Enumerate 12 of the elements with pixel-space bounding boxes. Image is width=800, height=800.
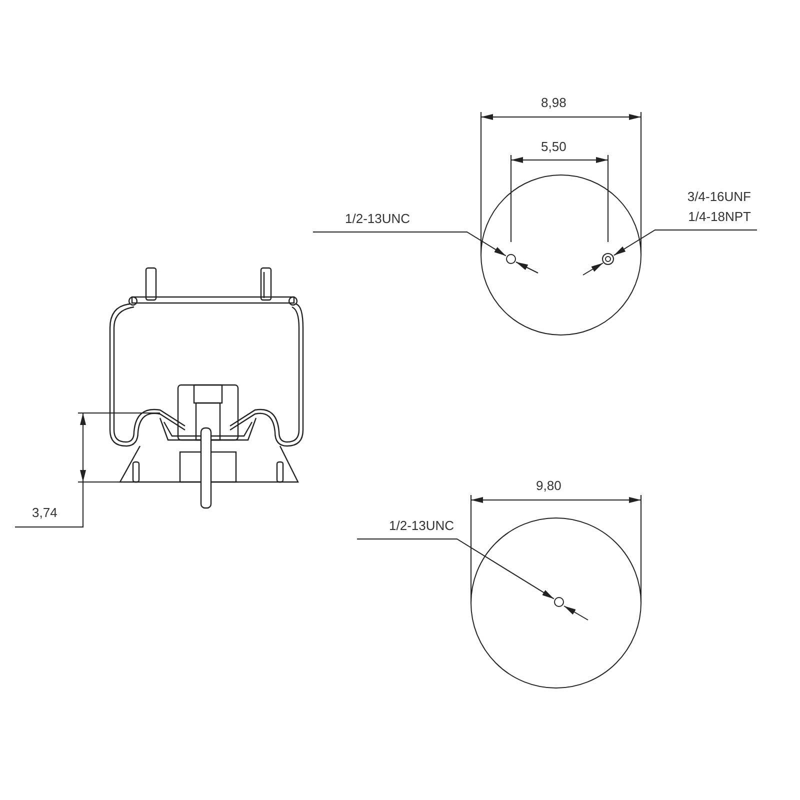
leader-line bbox=[356, 538, 554, 600]
callout-text: 1/2-13UNC bbox=[389, 517, 454, 535]
callout-text: 1/2-13UNC bbox=[345, 210, 410, 228]
hole-circle bbox=[602, 253, 614, 265]
callout-text: 1/4-18NPT bbox=[688, 208, 751, 226]
leader-line bbox=[613, 230, 758, 256]
dimension-value: 3,74 bbox=[32, 504, 58, 522]
dimension-value: 8,98 bbox=[541, 94, 566, 112]
callout-text: 3/4-16UNF bbox=[687, 188, 751, 206]
leader-line bbox=[312, 232, 506, 256]
dimension-value: 9,80 bbox=[536, 477, 562, 495]
dimension-value: 5,50 bbox=[541, 138, 566, 156]
